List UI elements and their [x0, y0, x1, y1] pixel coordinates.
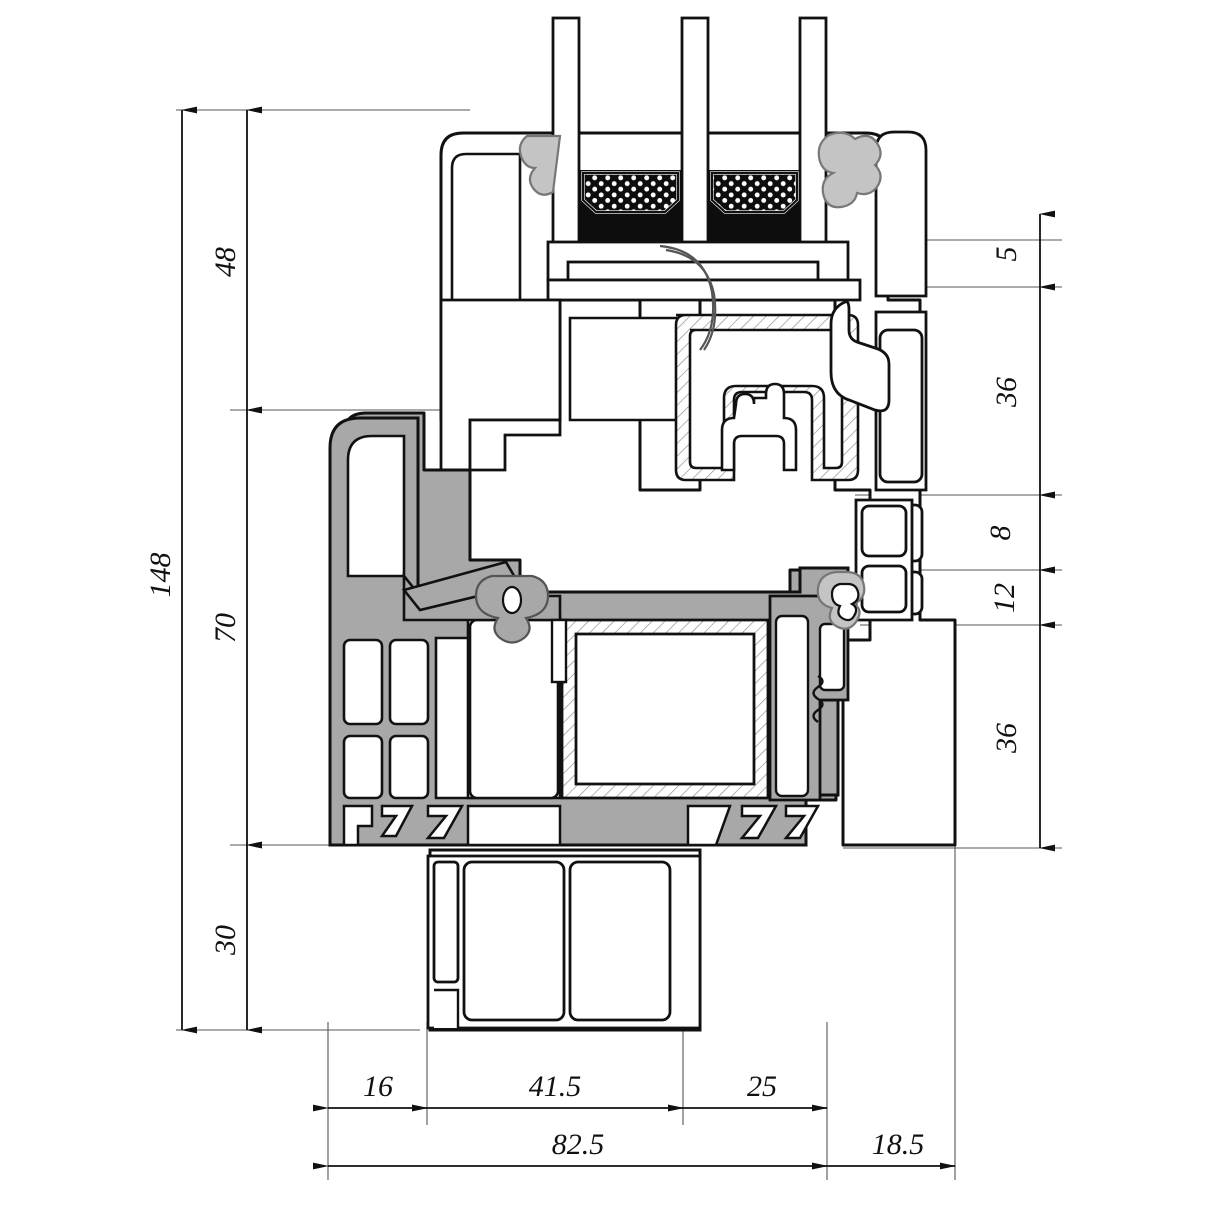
glass-pane-outer — [551, 16, 581, 250]
dimension-group-left: 148 48 70 30 — [144, 106, 262, 1034]
dim-82-5: 82.5 — [313, 1128, 828, 1170]
glazing-setting-strip — [659, 244, 717, 351]
dim-5: 5 — [990, 210, 1055, 291]
dim-48-label: 48 — [209, 247, 242, 277]
dim-41-5-label: 41.5 — [529, 1070, 582, 1103]
sash-bottom-feet — [342, 804, 821, 847]
dim-30: 30 — [209, 841, 262, 1034]
dim-36-top: 36 — [990, 283, 1055, 499]
dim-148: 148 — [144, 106, 197, 1034]
dim-8-label: 8 — [984, 526, 1017, 541]
dim-41-5: 41.5 — [412, 1070, 684, 1112]
dim-16-label: 16 — [363, 1070, 393, 1103]
gasket-sash-center — [474, 574, 550, 644]
dim-18-5-label: 18.5 — [872, 1128, 925, 1161]
sash-right-chambers — [774, 614, 846, 798]
dim-82-5-label: 82.5 — [552, 1128, 605, 1161]
sash-chamber-arch — [346, 434, 406, 578]
dim-148-label: 148 — [144, 553, 177, 598]
glazing-panes — [551, 16, 828, 250]
dim-18-5: 18.5 — [812, 1128, 956, 1170]
gasket-right-interface-inner — [830, 582, 860, 622]
dimension-group-bottom: 16 41.5 25 82.5 18.5 — [313, 1070, 956, 1170]
sash-chambers — [342, 434, 562, 800]
dim-70: 70 — [209, 406, 262, 849]
bottom-frame-chambers — [426, 854, 702, 1030]
dim-5-label: 5 — [990, 247, 1023, 262]
dim-48: 48 — [209, 106, 262, 414]
sash-ribbed-edge — [812, 674, 824, 723]
dim-12: 12 — [988, 566, 1055, 629]
dim-36-bottom-label: 36 — [990, 723, 1023, 754]
steel-reinforcement-sash — [550, 618, 770, 800]
dim-36-bottom: 36 — [990, 621, 1055, 852]
dim-16: 16 — [313, 1070, 428, 1112]
dim-70-label: 70 — [209, 613, 242, 643]
dim-25: 25 — [668, 1070, 828, 1112]
dim-12-label: 12 — [988, 583, 1021, 613]
dimension-group-right: 5 36 8 12 36 — [984, 210, 1055, 852]
spacer-bar-desiccant — [581, 171, 799, 214]
glazing-base-bar — [546, 240, 862, 302]
glass-pane-middle — [680, 16, 710, 250]
dim-36-top-label: 36 — [990, 377, 1023, 408]
gasket-upper-left — [518, 134, 562, 196]
dim-8: 8 — [984, 491, 1055, 574]
glass-pane-inner — [798, 16, 828, 250]
dim-30-label: 30 — [209, 925, 242, 956]
center-seal-frame — [829, 300, 891, 413]
dim-25-label: 25 — [747, 1070, 777, 1103]
gasket-upper-center — [817, 131, 882, 209]
